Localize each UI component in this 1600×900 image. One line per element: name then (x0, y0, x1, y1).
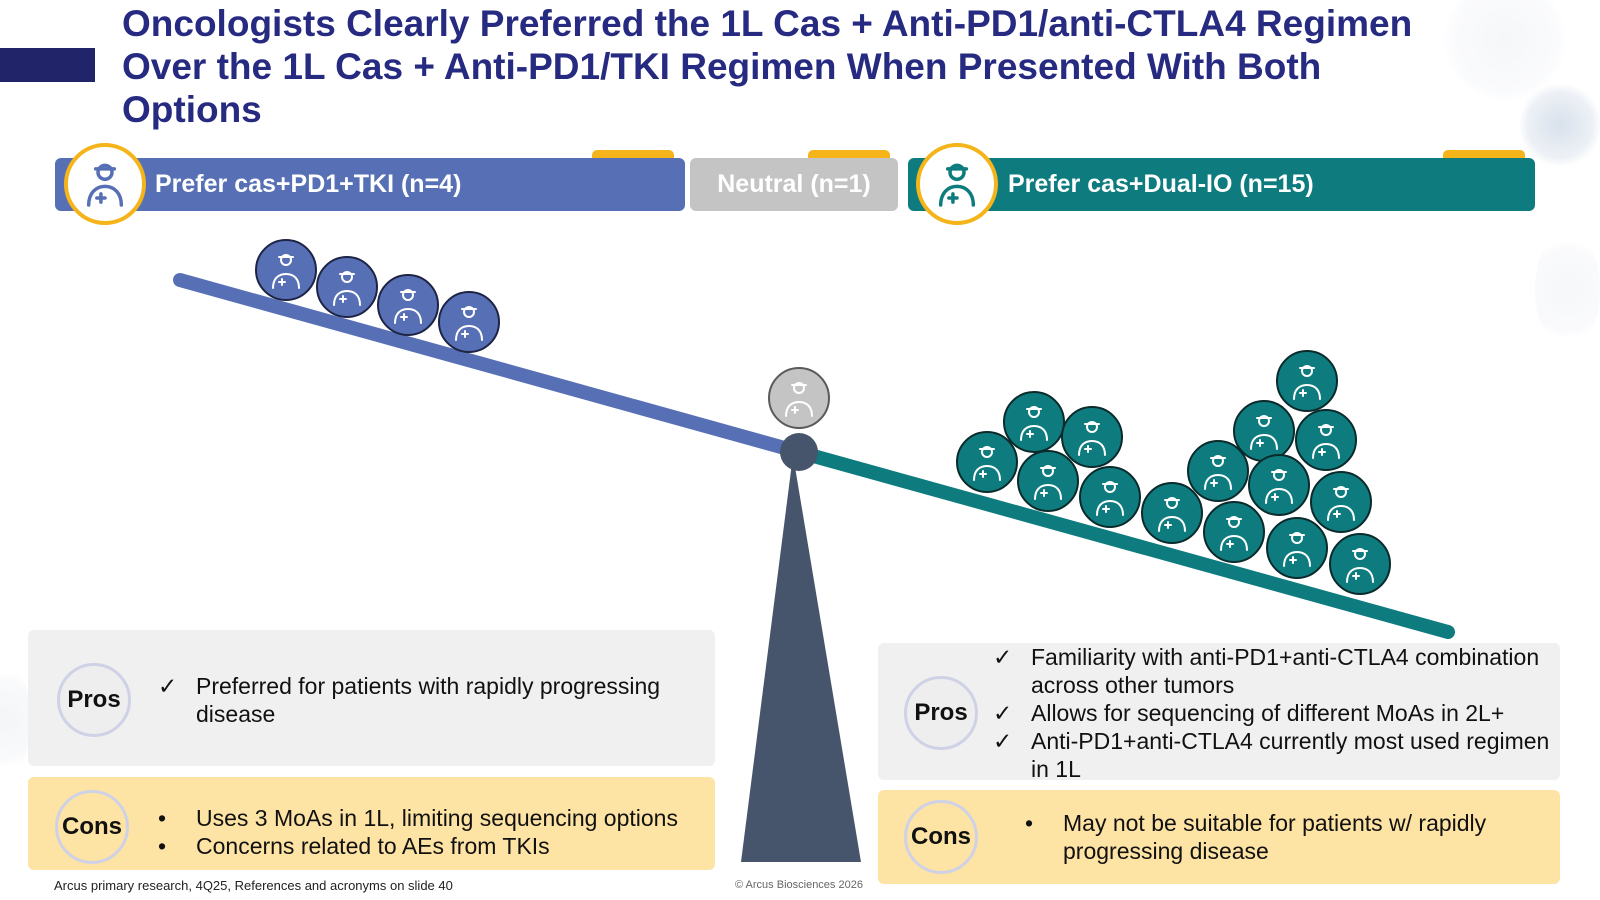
doctor-icon-svg (86, 163, 124, 207)
decorative-cell-image (1535, 230, 1600, 350)
list-item: •Concerns related to AEs from TKIs (158, 833, 550, 859)
left-pros-badge: Pros (57, 663, 131, 737)
bullet-icon: • (1025, 810, 1034, 836)
respondent-dual-io (1203, 501, 1265, 563)
right-pros-label: Pros (914, 699, 968, 726)
header-prefer-dual-io: Prefer cas+Dual-IO (n=15) (908, 158, 1535, 211)
doctor-icon (1158, 497, 1186, 532)
right-cons-panel (878, 790, 1560, 884)
doctor-icon (916, 143, 998, 225)
left-cons-list: •Uses 3 MoAs in 1L, limiting sequencing … (158, 804, 698, 860)
respondent-dual-io (1017, 450, 1079, 512)
header-prefer-tki-label: Prefer cas+PD1+TKI (n=4) (155, 170, 462, 198)
right-pros-list: ✓Familiarity with anti-PD1+anti-CTLA4 co… (993, 643, 1553, 783)
footnote: Arcus primary research, 4Q25, References… (54, 878, 453, 893)
title-accent-bar (0, 48, 95, 82)
doctor-icon (1020, 406, 1048, 441)
right-pros-panel (878, 643, 1560, 780)
list-item: ✓Familiarity with anti-PD1+anti-CTLA4 co… (993, 644, 1540, 698)
bullet-icon: • (158, 805, 167, 831)
doctor-icon (394, 289, 422, 324)
list-item: •May not be suitable for patients w/ rap… (1025, 810, 1487, 864)
respondent-dual-io (1187, 440, 1249, 502)
page-title: Oncologists Clearly Preferred the 1L Cas… (122, 3, 1413, 130)
doctor-icon (272, 254, 300, 289)
respondent-tki (316, 256, 378, 318)
doctor-icon (785, 382, 813, 417)
tab-accent (592, 150, 674, 160)
header-prefer-tki: Prefer cas+PD1+TKI (n=4) (55, 158, 685, 211)
respondent-tki (255, 239, 317, 301)
respondent-dual-io (1310, 471, 1372, 533)
doctor-icon-svg (938, 163, 976, 207)
bullet-icon: • (158, 833, 167, 859)
respondent-tki (377, 274, 439, 336)
right-cons-badge: Cons (904, 800, 978, 874)
right-cons-label: Cons (911, 823, 971, 850)
left-pros-panel (28, 630, 715, 766)
left-pros-label: Pros (67, 686, 121, 713)
copyright: © Arcus Biosciences 2026 (735, 879, 863, 891)
tab-accent (808, 150, 890, 160)
respondent-dual-io (1329, 533, 1391, 595)
respondent-tki (438, 291, 500, 353)
left-cons-label: Cons (62, 813, 122, 840)
doctor-icon (1250, 415, 1278, 450)
list-item: ✓Anti-PD1+anti-CTLA4 currently most used… (993, 728, 1550, 782)
doctor-icon (1096, 481, 1124, 516)
respondent-dual-io (1266, 517, 1328, 579)
header-prefer-dual-io-label: Prefer cas+Dual-IO (n=15) (1008, 170, 1314, 198)
respondent-dual-io (956, 431, 1018, 493)
checkmark-icon: ✓ (993, 728, 1013, 754)
doctor-icon (1312, 424, 1340, 459)
respondent-dual-io (1233, 400, 1295, 462)
seesaw-pivot (780, 433, 818, 471)
right-pros-badge: Pros (904, 676, 978, 750)
header-neutral: Neutral (n=1) (690, 158, 898, 211)
seesaw-fulcrum (741, 455, 861, 862)
doctor-icon (1293, 365, 1321, 400)
checkmark-icon: ✓ (993, 700, 1013, 726)
doctor-icon (1346, 548, 1374, 583)
respondent-dual-io (1276, 350, 1338, 412)
left-cons-badge: Cons (55, 790, 129, 864)
left-pros-list: ✓Preferred for patients with rapidly pro… (158, 672, 698, 728)
respondent-dual-io (1079, 466, 1141, 528)
doctor-icon (1327, 486, 1355, 521)
doctor-icon (1204, 455, 1232, 490)
list-item: ✓Preferred for patients with rapidly pro… (158, 673, 661, 727)
seesaw-beam-right (792, 445, 1455, 639)
seesaw-beam-left (173, 273, 806, 459)
list-item: ✓Allows for sequencing of different MoAs… (993, 700, 1505, 726)
respondent-dual-io (1141, 482, 1203, 544)
list-item: •Uses 3 MoAs in 1L, limiting sequencing … (158, 805, 678, 831)
checkmark-icon: ✓ (993, 644, 1013, 670)
doctor-icon (1220, 516, 1248, 551)
header-neutral-label: Neutral (n=1) (717, 170, 871, 198)
respondent-dual-io (1003, 391, 1065, 453)
doctor-icon (1078, 421, 1106, 456)
tab-accent (1443, 150, 1525, 160)
respondent-neutral (768, 367, 830, 429)
respondent-dual-io (1061, 406, 1123, 468)
right-cons-list: •May not be suitable for patients w/ rap… (1025, 809, 1525, 865)
doctor-icon (1265, 469, 1293, 504)
doctor-icon (973, 446, 1001, 481)
respondent-dual-io (1248, 454, 1310, 516)
decorative-cell-image (1520, 80, 1600, 170)
doctor-icon (64, 143, 146, 225)
respondent-dual-io (1295, 409, 1357, 471)
doctor-icon (1283, 532, 1311, 567)
doctor-icon (333, 271, 361, 306)
doctor-icon (1034, 465, 1062, 500)
left-cons-panel (28, 777, 715, 870)
checkmark-icon: ✓ (158, 673, 178, 699)
doctor-icon (455, 306, 483, 341)
